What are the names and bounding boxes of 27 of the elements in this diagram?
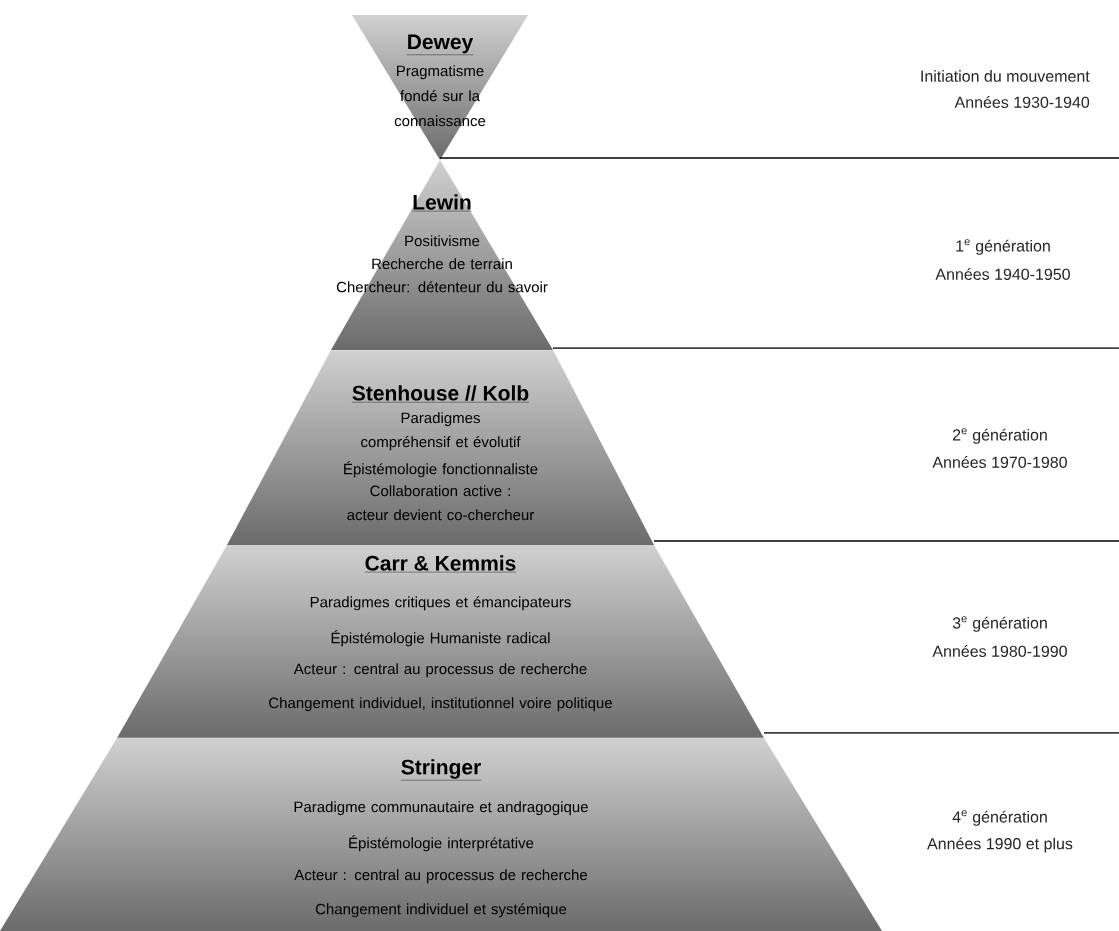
level-text: Changement individuel et systémique	[315, 903, 567, 918]
level-title: Stenhouse // Kolb	[351, 385, 530, 403]
generation-label: 1$^{e}$ génération	[956, 239, 1050, 255]
level-text: Épistémologie interprétative	[349, 835, 534, 852]
level-text: Positivisme	[405, 235, 480, 247]
generation-label: Années 1930-1940	[954, 96, 1090, 108]
generation-label: Années 1940-1950	[935, 268, 1070, 280]
level-text: Acteur : central au processus de recherche	[293, 663, 587, 678]
level-title: Lewin	[412, 194, 472, 212]
level-text: Épistémologie fonctionnaliste	[344, 461, 538, 478]
level-text: Épistémologie Humaniste radical	[331, 630, 550, 647]
level-text: Collaboration active : acteur devient co-chercheur	[347, 485, 534, 521]
generation-label: Années 1970-1980	[932, 456, 1067, 468]
level-title: Stringer	[400, 759, 482, 781]
generation-label: Années 1980-1990	[932, 645, 1067, 657]
generation-label: 4$^{e}$ génération	[952, 810, 1047, 826]
generation-label: Années 1990 et plus	[927, 837, 1073, 853]
level-text: Acteur : central au processus de recherche	[294, 869, 588, 884]
level-text: Paradigmes critiques et émancipateurs	[310, 596, 571, 611]
level-text: Changement individuel, institutionnel voire politique	[269, 697, 612, 712]
level-title: Carr & Kemmis	[364, 555, 517, 573]
generation-label: Initiation du mouvement	[921, 70, 1090, 82]
level-text: Paradigmes compréhensif et évolutif	[361, 412, 521, 451]
generation-label: 3$^{e}$ génération	[952, 616, 1047, 632]
generation-label: 2$^{e}$ génération	[952, 428, 1047, 444]
level-title: Dewey	[406, 34, 474, 55]
level-text: Paradigme communautaire et andragogique	[294, 801, 588, 816]
